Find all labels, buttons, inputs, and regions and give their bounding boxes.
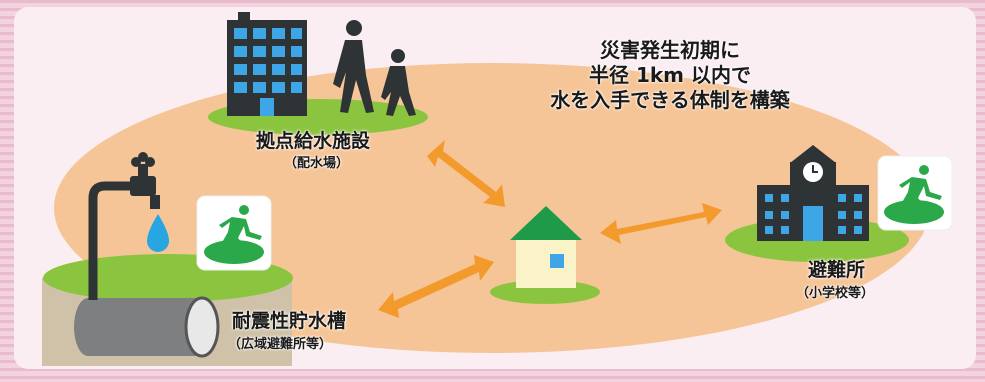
double-arrow-icon	[378, 255, 494, 318]
emergency-exit-icon	[877, 155, 953, 231]
base-facility-label: 拠点給水施設	[256, 130, 371, 152]
faucet-icon	[88, 152, 160, 300]
headline-line-3: 水を入手できる体制を構築	[550, 88, 790, 112]
people-walking-icon	[333, 20, 416, 116]
double-arrow-icon	[427, 140, 505, 207]
apartment-building-icon	[208, 12, 428, 135]
tank-sublabel: （広域避難所等）	[228, 337, 333, 352]
water-tank-icon	[42, 254, 293, 366]
water-drop-icon	[147, 214, 169, 252]
tank-label: 耐震性貯水槽	[232, 310, 347, 332]
headline-line-1: 災害発生初期に	[600, 38, 740, 62]
shelter-sublabel: （小学校等）	[796, 286, 875, 301]
shelter-label: 避難所	[808, 259, 866, 281]
house-icon	[490, 206, 600, 304]
base-facility-sublabel: （配水場）	[284, 156, 350, 171]
school-icon	[725, 145, 909, 262]
emergency-exit-icon	[196, 195, 272, 271]
headline: 災害発生初期に 半径 1km 以内で 水を入手できる体制を構築	[520, 38, 820, 113]
headline-line-2: 半径 1km 以内で	[589, 63, 751, 87]
double-arrow-icon	[600, 203, 722, 244]
